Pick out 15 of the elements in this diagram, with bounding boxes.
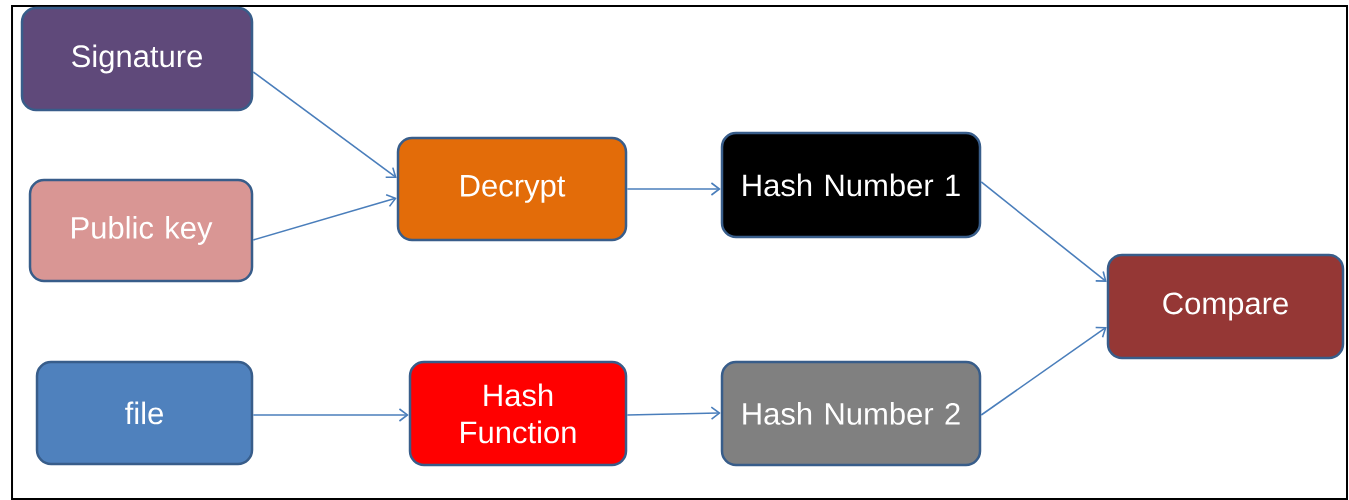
arrow — [252, 408, 409, 422]
arrow — [980, 326, 1107, 416]
process-box: Hash Function — [408, 360, 628, 467]
arrow — [626, 406, 721, 420]
arrow — [980, 181, 1107, 282]
process-box: Public key — [28, 178, 254, 283]
process-box: file — [35, 360, 254, 466]
arrow — [252, 194, 397, 241]
process-box: Decrypt — [396, 136, 628, 242]
arrow — [626, 182, 721, 196]
arrow — [252, 71, 397, 179]
process-box: Hash Number 2 — [720, 360, 982, 467]
process-box: Signature — [20, 6, 254, 112]
process-box: Hash Number 1 — [720, 131, 982, 239]
process-box: Compare — [1106, 253, 1345, 360]
